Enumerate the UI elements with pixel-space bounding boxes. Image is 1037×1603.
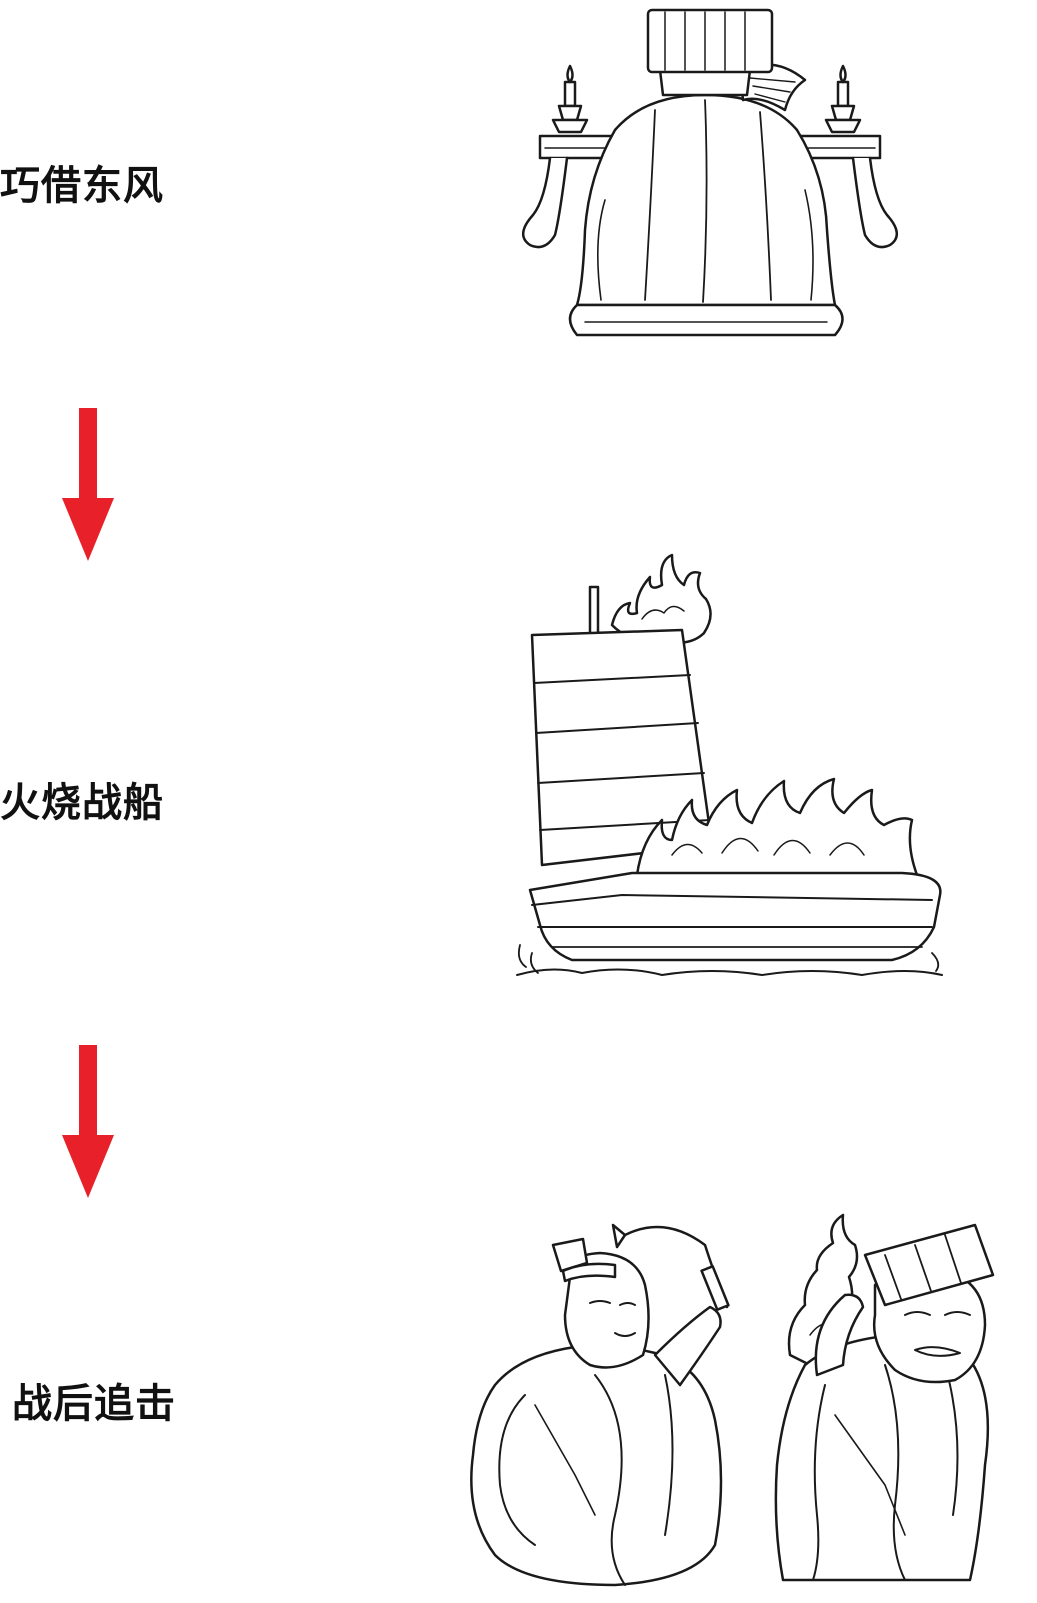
step-label-burn-warships: 火烧战船 <box>0 783 164 823</box>
down-arrow-icon <box>62 1045 114 1198</box>
fleeing-officials-icon <box>465 1215 1010 1590</box>
burning-junk-ship-icon <box>512 555 952 995</box>
step-label-borrow-east-wind: 巧借东风 <box>0 166 164 206</box>
down-arrow-icon <box>62 408 114 561</box>
step-label-post-battle-pursuit: 战后追击 <box>12 1384 176 1424</box>
altar-priest-icon <box>505 0 905 350</box>
